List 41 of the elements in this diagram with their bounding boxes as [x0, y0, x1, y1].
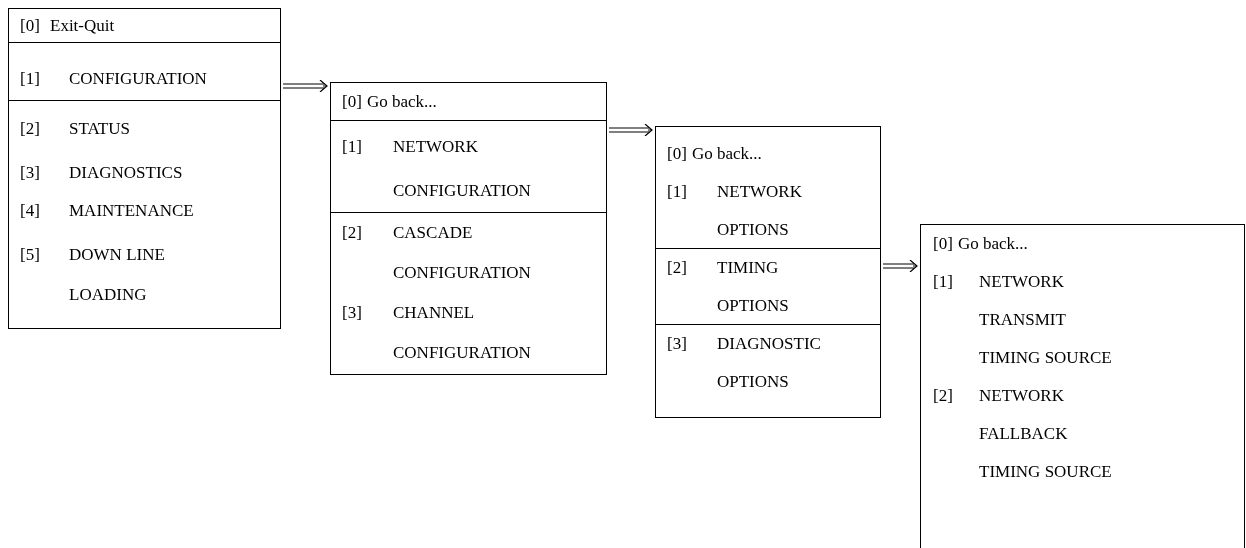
menu-number: [4] — [20, 200, 40, 222]
menu-label: Exit-Quit — [50, 15, 116, 37]
menu-label: NETWORK FALLBACK TIMING SOURCE — [979, 385, 1113, 483]
menu-number: [0] — [20, 15, 40, 37]
menu-label: NETWORK TRANSMIT TIMING SOURCE — [979, 271, 1113, 369]
menu-label: STATUS — [69, 118, 131, 140]
menu-number: [0] — [933, 233, 953, 255]
menu-number: [5] — [20, 244, 40, 266]
menu-label: Go back... — [692, 143, 763, 165]
menu-number: [0] — [342, 91, 362, 113]
menu-number: [3] — [342, 302, 362, 324]
menu-number: [1] — [20, 68, 40, 90]
double-arrow — [608, 123, 653, 137]
menu-label: CHANNEL CONFIGURATION — [393, 302, 532, 364]
menu-number: [0] — [667, 143, 687, 165]
menu-label: DOWN LINE LOADING — [69, 244, 166, 306]
menu-label: MAINTENANCE — [69, 200, 195, 222]
menu-label: CONFIGURATION — [69, 68, 208, 90]
menu-label: NETWORK OPTIONS — [717, 181, 803, 241]
menu-label: DIAGNOSTIC OPTIONS — [717, 333, 822, 393]
menu-number: [1] — [933, 271, 953, 293]
menu-number: [3] — [20, 162, 40, 184]
menu-panel — [655, 126, 881, 418]
menu-panel — [8, 8, 281, 329]
menu-label: NETWORK CONFIGURATION — [393, 136, 532, 202]
menu-label: Go back... — [958, 233, 1029, 255]
menu-number: [2] — [342, 222, 362, 244]
menu-number: [1] — [342, 136, 362, 158]
menu-number: [2] — [667, 257, 687, 279]
menu-label: CASCADE CONFIGURATION — [393, 222, 532, 284]
menu-label: Go back... — [367, 91, 438, 113]
menu-panel — [920, 224, 1245, 548]
menu-number: [2] — [933, 385, 953, 407]
menu-label: DIAGNOSTICS — [69, 162, 184, 184]
menu-number: [2] — [20, 118, 40, 140]
menu-label: TIMING OPTIONS — [717, 257, 790, 317]
menu-number: [1] — [667, 181, 687, 203]
menu-number: [3] — [667, 333, 687, 355]
double-arrow — [882, 259, 918, 273]
menu-panel — [330, 82, 607, 375]
double-arrow — [282, 79, 328, 93]
